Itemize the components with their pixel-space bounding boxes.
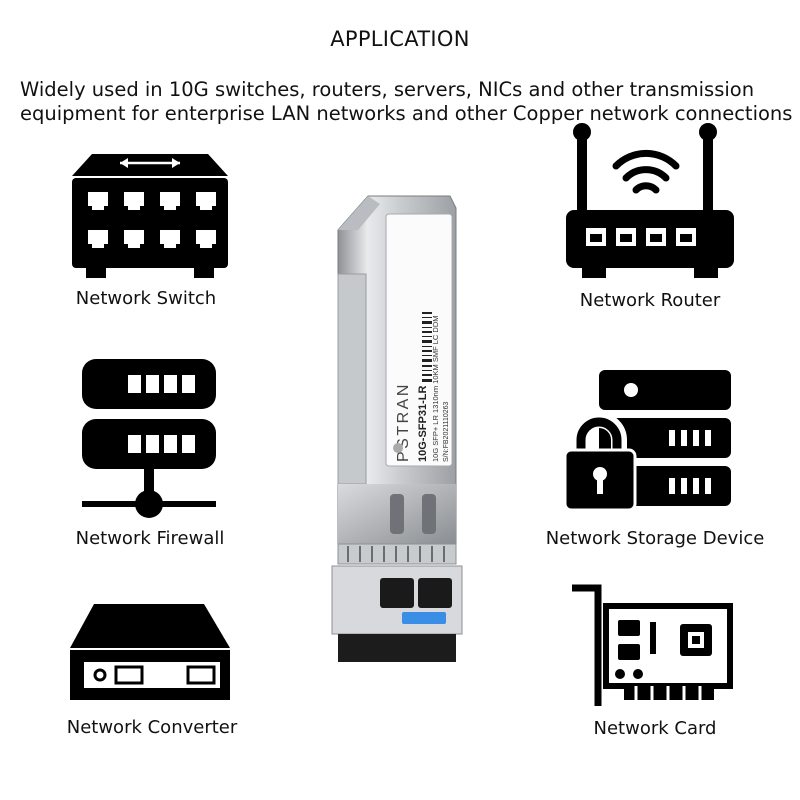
module-serial: S/N:FB2021110263 — [443, 401, 450, 462]
module-model: 10G-SFP31-LR — [417, 386, 429, 462]
page-title: APPLICATION — [330, 27, 470, 51]
network-switch-label: Network Switch — [75, 288, 217, 309]
description: Widely used in 10G switches, routers, se… — [20, 78, 793, 126]
network-router-label: Network Router — [579, 290, 721, 311]
barcode — [422, 312, 432, 382]
module-brand: PSTRAN — [395, 382, 412, 462]
server-network-icon — [82, 359, 216, 518]
locked-storage-icon — [563, 370, 731, 512]
network-switch-icon — [72, 154, 228, 278]
network-card-label: Network Card — [593, 718, 717, 739]
network-converter-label: Network Converter — [66, 717, 238, 738]
network-firewall-label: Network Firewall — [75, 528, 225, 549]
module-spec: 10G SFP+ LR 1310nm 10KM SMF LC DDM — [431, 315, 440, 462]
sfp-transceiver-module: PSTRAN 10G-SFP31-LR 10G SFP+ LR 1310nm 1… — [331, 195, 463, 662]
network-storage-label: Network Storage Device — [545, 528, 765, 549]
description-line-1: Widely used in 10G switches, routers, se… — [20, 78, 755, 101]
description-line-2: equipment for enterprise LAN networks an… — [20, 102, 793, 125]
network-card-icon — [572, 584, 733, 706]
wifi-router-icon — [566, 123, 734, 278]
media-converter-icon — [70, 604, 230, 700]
